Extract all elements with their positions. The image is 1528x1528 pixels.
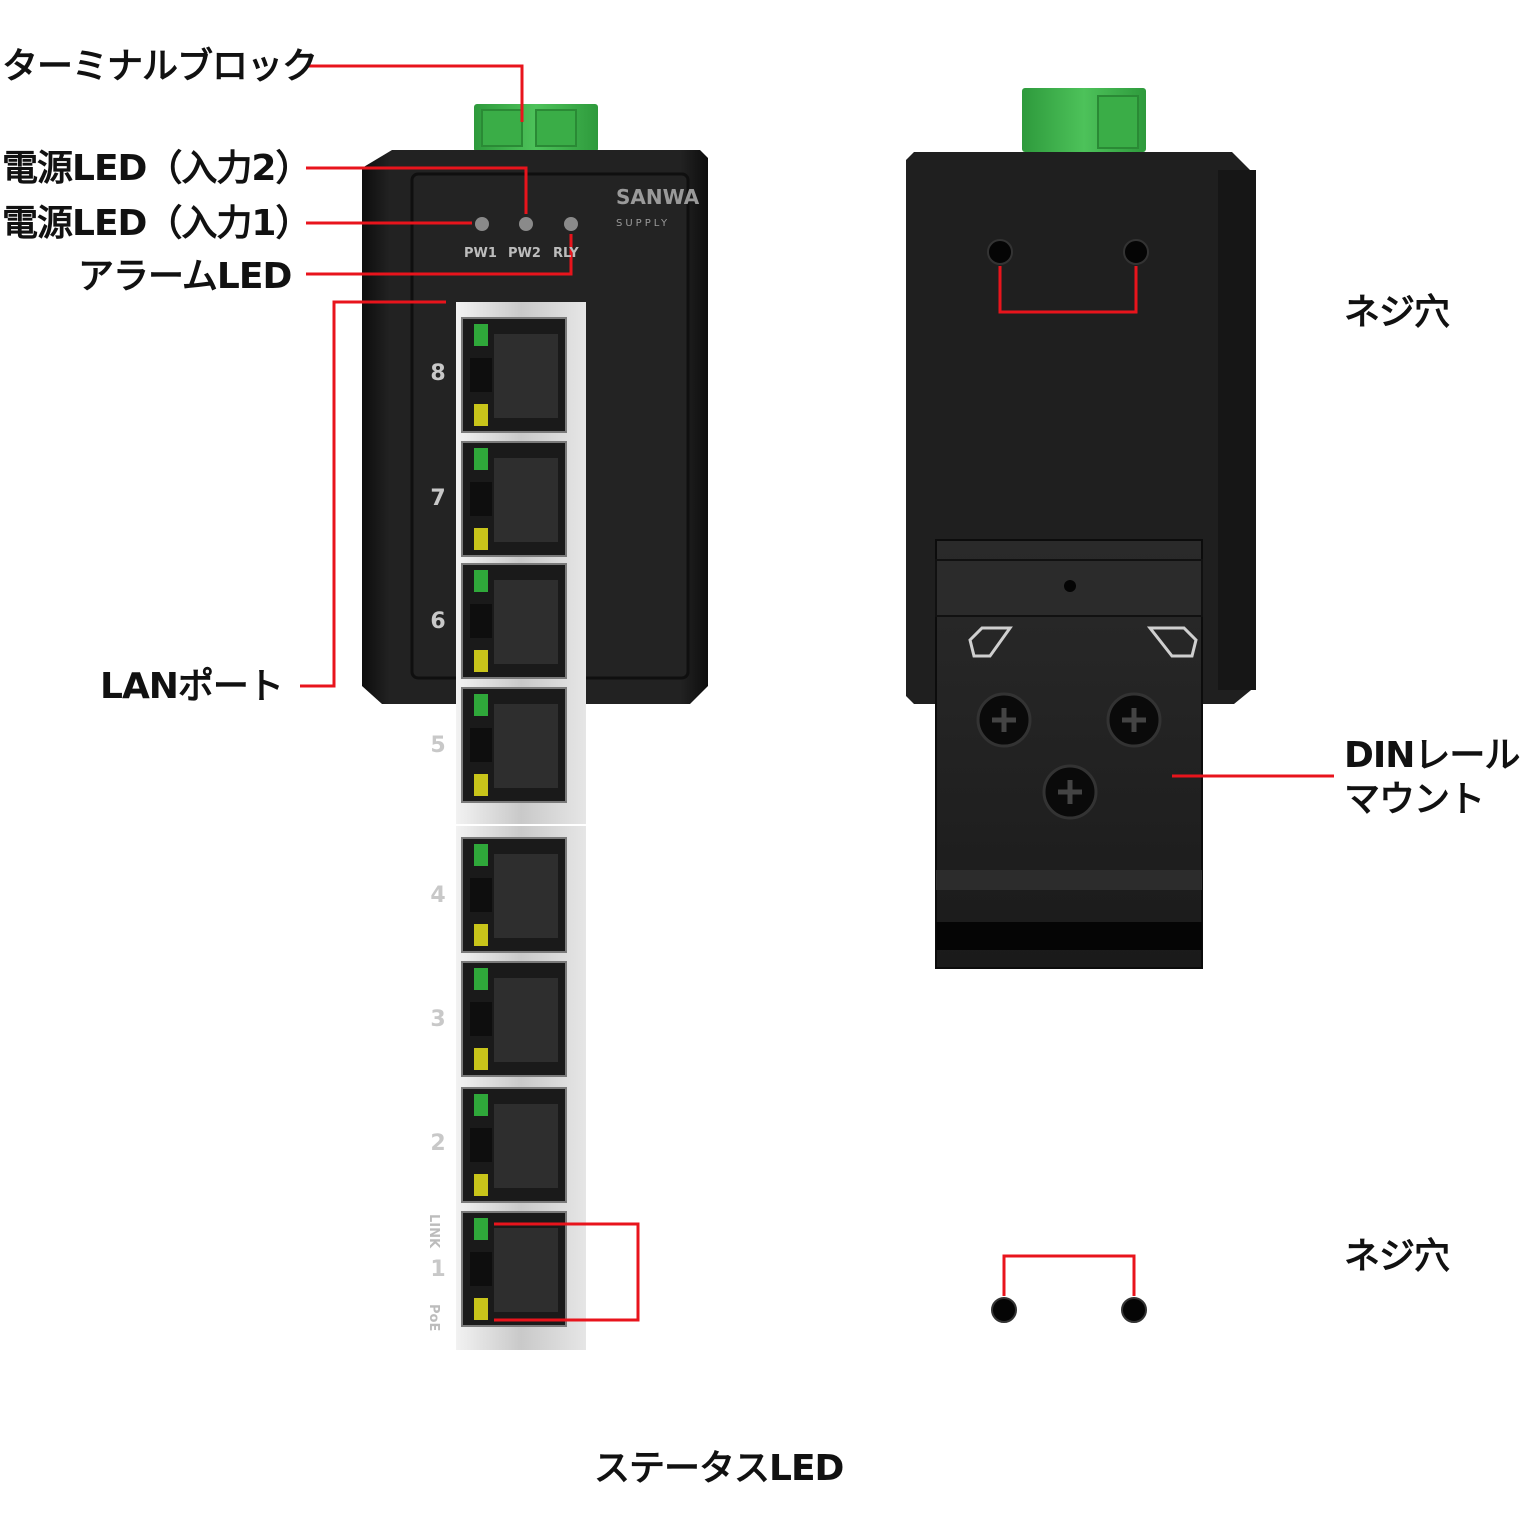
poe-led [474,1298,488,1320]
brand-logo-sub: SUPPLY [616,218,670,229]
back-unit [906,88,1256,1323]
port-number-5: 5 [430,733,445,758]
port1-poe-label: PoE [426,1304,441,1331]
port-number-3: 3 [430,1007,445,1032]
din-screw [1106,692,1162,748]
label-lan-port: LANポート [100,666,284,707]
leader-alarm-led [306,234,573,276]
screw-hole [987,239,1013,265]
port-number-7: 7 [430,486,445,511]
din-screw [1042,764,1098,820]
link-led [474,968,488,990]
label-power-led-2: 電源LED（入力2） [2,148,311,189]
poe-led [474,1174,488,1196]
label-din-rail-line2: マウント [1344,778,1485,820]
link-led [474,694,488,716]
pw2-led [519,217,533,231]
lan-port-8 [461,317,567,433]
lan-port-7 [461,441,567,557]
label-power-led-1: 電源LED（入力1） [2,203,311,244]
brand-logo: SANWA [616,185,700,209]
lan-port-6 [461,563,567,679]
label-screw-hole-bottom: ネジ穴 [1344,1236,1450,1277]
label-alarm-led: アラームLED [78,256,292,297]
din-screw [976,692,1032,748]
led-label-pw2: PW2 [508,246,541,261]
poe-led [474,924,488,946]
link-led [474,844,488,866]
label-din-rail-line1: DINレール [1344,735,1520,776]
link-led [474,448,488,470]
port-number-6: 6 [430,609,445,634]
link-led [474,324,488,346]
port1-link-label: LINK [426,1214,441,1249]
leader-screw-hole-top [998,266,1138,314]
poe-led [474,650,488,672]
screw-hole [991,1297,1017,1323]
leader-terminal-block [306,64,524,122]
port-number-8: 8 [430,361,445,386]
leader-power-led-2 [306,166,528,214]
leader-status-led [494,1222,640,1322]
leader-lan-port [300,300,446,688]
front-unit: 8 7 6 5 4 3 2 1 [362,104,708,1350]
lan-port-1 [461,1211,567,1327]
pw1-led [475,217,489,231]
poe-led [474,774,488,796]
port-number-4: 4 [430,883,445,908]
label-status-led: ステータスLED [594,1448,844,1489]
screw-hole [1121,1297,1147,1323]
leader-screw-hole-bottom [1002,1254,1136,1296]
label-screw-hole-top: ネジ穴 [1344,292,1450,333]
link-led [474,570,488,592]
led-label-pw1: PW1 [464,246,497,261]
lan-port-4 [461,837,567,953]
callout-lines [300,64,1334,1322]
poe-led [474,528,488,550]
lan-port-5 [461,687,567,803]
poe-led [474,1048,488,1070]
lan-port-3 [461,961,567,1077]
port-number-1: 1 [430,1257,445,1282]
screw-hole [1123,239,1149,265]
label-din-rail-mount: DINレール マウント [1344,734,1520,822]
lan-port-2 [461,1087,567,1203]
led-label-rly: RLY [553,246,579,261]
port-number-2: 2 [430,1131,445,1156]
link-led [474,1218,488,1240]
label-terminal-block: ターミナルブロック [2,46,318,87]
link-led [474,1094,488,1116]
rly-led [564,217,578,231]
poe-led [474,404,488,426]
